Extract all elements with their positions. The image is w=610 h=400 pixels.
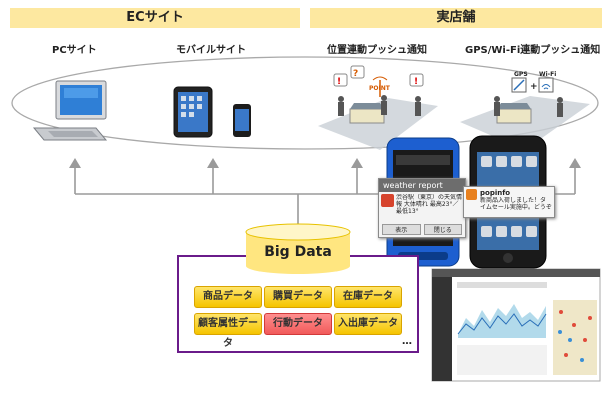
big-data-title: Big Data	[264, 244, 332, 260]
popup-title: weather report	[379, 179, 465, 192]
pc-site-label: PCサイト	[52, 45, 97, 56]
popinfo-notification: popinfo 新商品入荷しました！タイムセール実施中。どうぞチェック！	[463, 186, 555, 218]
app-icon	[381, 194, 394, 207]
category-chip-product: 商品データ	[194, 286, 262, 308]
arrow-up-mobile	[207, 158, 219, 168]
category-chip-purchase: 購買データ	[264, 286, 332, 308]
popup-message: 渋谷駅（東京）の天気情報 大体晴れ 最高23°／最低13°	[396, 194, 463, 215]
svg-text:!: !	[337, 77, 341, 87]
location-push-label: 位置連動プッシュ通知	[327, 45, 427, 56]
weather-report-popup: weather report 渋谷駅（東京）の天気情報 大体晴れ 最高23°／最…	[378, 178, 466, 238]
popinfo-app-icon	[466, 189, 477, 200]
tablet-icon	[173, 86, 213, 138]
view-button[interactable]: 表示	[382, 224, 421, 235]
arrow-up-gps	[569, 158, 581, 168]
category-chip-stock-movement: 入出庫データ	[334, 313, 402, 335]
category-chip-behavior: 行動データ	[264, 313, 332, 335]
arrow-up-pc	[69, 158, 81, 168]
gps-label: GPS	[514, 71, 528, 78]
smartphone-icon	[233, 104, 251, 137]
channel-ellipse	[11, 56, 599, 150]
svg-text:!: !	[414, 77, 418, 87]
category-chip-customer-attribute: 顧客属性データ	[194, 313, 262, 349]
gps-wifi-push-label: GPS/Wi-Fi連動プッシュ通知	[465, 45, 601, 56]
popinfo-app-name: popinfo	[480, 189, 511, 197]
analytics-dashboard-image	[431, 268, 601, 382]
pc-computer-icon	[32, 80, 108, 141]
arrow-heads	[69, 158, 581, 168]
physical-store-header: 実店舗	[310, 8, 602, 28]
close-button[interactable]: 閉じる	[423, 224, 462, 235]
category-chip-inventory: 在庫データ	[334, 286, 402, 308]
store-scene-left: ! ? !	[318, 65, 438, 150]
point-label: POINT	[369, 85, 391, 92]
svg-text:+: +	[530, 82, 538, 92]
ec-site-header: ECサイト	[10, 8, 300, 28]
more-ellipsis: …	[402, 336, 412, 347]
store-scene-right: +	[460, 77, 590, 150]
wifi-label: Wi-Fi	[539, 71, 556, 78]
popinfo-message: 新商品入荷しました！タイムセール実施中。どうぞチェック！	[480, 197, 552, 211]
big-data-cylinder	[245, 223, 351, 274]
arrow-up-location	[351, 158, 363, 168]
svg-text:?: ?	[353, 69, 358, 79]
mobile-site-label: モバイルサイト	[176, 45, 246, 56]
